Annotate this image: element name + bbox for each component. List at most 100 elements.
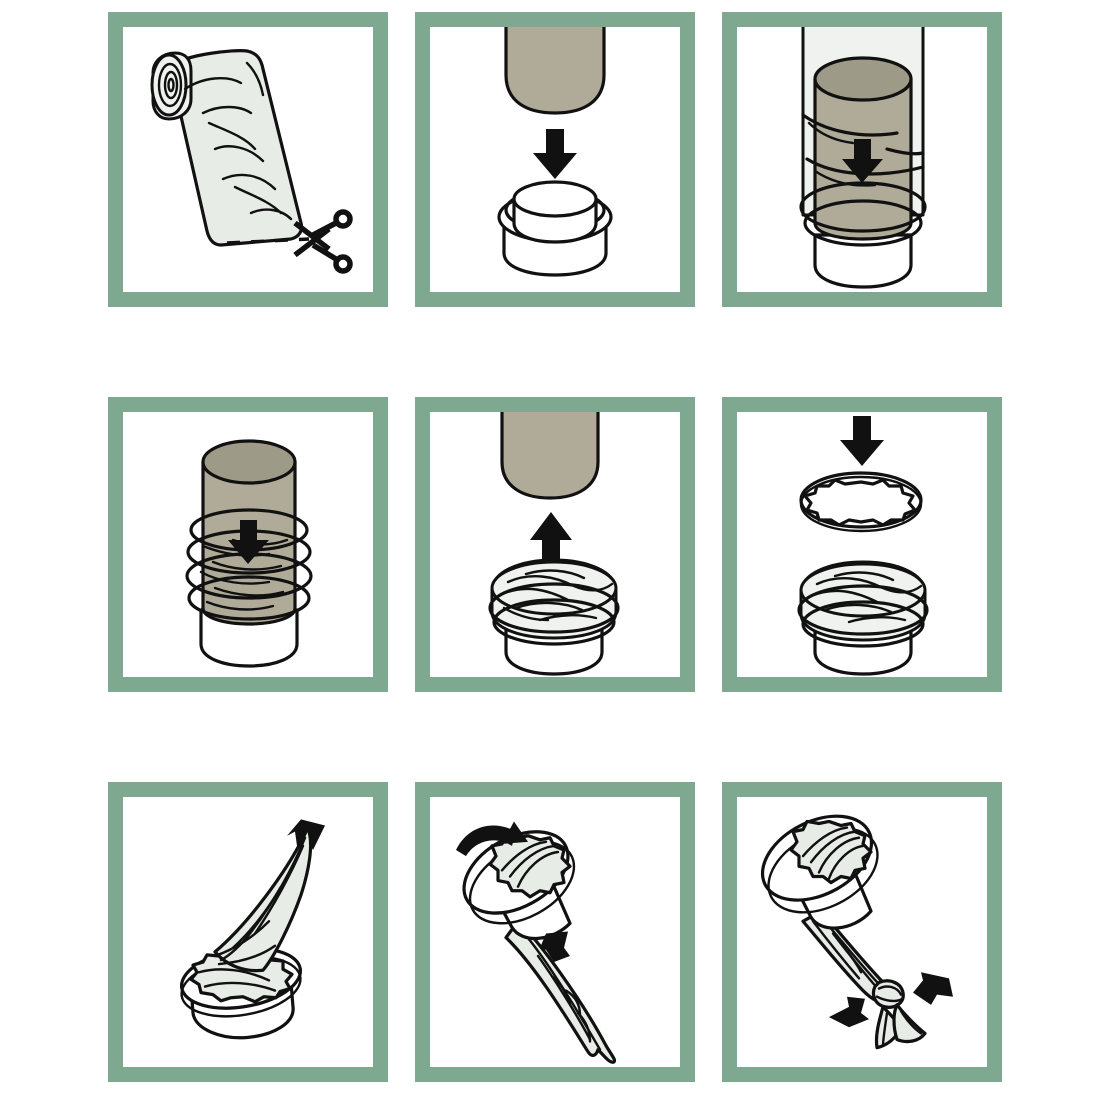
arrow-down-head <box>840 440 884 466</box>
knot-arrow-right <box>913 972 953 1005</box>
sample-core-cylinder <box>504 27 606 115</box>
film-roll-spiral-outer <box>157 62 183 108</box>
film-roll-spiral-inner <box>167 77 175 93</box>
panel-9-tie-knot <box>722 782 1002 1082</box>
panel-2-artwork <box>430 27 680 292</box>
knot-line-2 <box>875 995 905 1003</box>
panel-1-svg <box>150 49 353 274</box>
arrow-up-icon <box>530 512 572 566</box>
film-collar-2 <box>492 598 616 646</box>
disc-crease-2 <box>817 836 861 874</box>
film-pleat-2 <box>211 560 283 571</box>
film-lining-top <box>799 562 927 618</box>
film-collar-1 <box>488 582 620 634</box>
knot-arrow-left <box>829 996 869 1028</box>
rotate-head <box>502 821 528 844</box>
scissors-handle-lower <box>333 254 353 274</box>
panel-9-svg <box>760 814 953 1050</box>
panel-6-place-scalloped-disc <box>722 397 1002 692</box>
panel-5-artwork <box>430 412 680 677</box>
film-wrinkle-4 <box>514 601 584 612</box>
loose-end-crease-2 <box>899 1009 923 1035</box>
film-fold-4 <box>213 920 271 958</box>
arrow-down-head <box>842 159 883 183</box>
arrow-down-shaft <box>546 129 564 155</box>
film-wrap-1b <box>807 121 855 145</box>
arrow-down-head <box>533 153 577 179</box>
disc-crease-1 <box>809 830 857 864</box>
panel-2-align-core-over-container <box>415 12 695 307</box>
panel-7-svg <box>179 819 325 1040</box>
disc-crease-3 <box>500 840 548 872</box>
film-wrinkle-3 <box>833 571 895 582</box>
arrow-rotate-icon <box>456 821 528 857</box>
scissors-blade-upper <box>293 220 331 252</box>
film-pleat-5 <box>205 600 275 611</box>
disc-crease-4 <box>827 844 865 880</box>
arrow-down-head <box>540 931 570 963</box>
sample-core-top <box>813 56 913 102</box>
gathered-film-peak <box>213 827 313 973</box>
knot <box>871 979 905 1009</box>
panel-9-artwork <box>737 797 987 1067</box>
arrow-down-head <box>228 540 269 564</box>
panel-8-twist-film-tail <box>415 782 695 1082</box>
loose-end-crease-1 <box>881 1011 889 1047</box>
knot-arrow-right-head <box>913 972 953 1005</box>
film-crease-2 <box>201 105 253 115</box>
disc-crease-3 <box>801 826 849 858</box>
tail-fold-4 <box>564 989 582 1017</box>
film-crease-5 <box>221 173 277 191</box>
arrow-down-shaft <box>853 416 871 442</box>
rotate-arc <box>456 825 516 857</box>
panel-3-press-core-into-lined-container <box>722 12 1002 307</box>
scalloped-disc-icon <box>488 834 572 899</box>
film-wrinkle-3 <box>524 569 586 580</box>
arrow-down-icon <box>228 520 269 564</box>
panel-8-artwork <box>430 797 680 1067</box>
film-collar-outer <box>799 181 927 233</box>
arrow-down-icon <box>533 129 577 179</box>
film-crease-1 <box>183 77 243 91</box>
film-pleat-1 <box>201 544 271 557</box>
scalloped-disc-icon <box>803 478 917 527</box>
film-collar-2 <box>801 600 925 648</box>
film-pleat-4 <box>213 586 285 597</box>
film-crease-3 <box>207 121 257 151</box>
panel-4-seat-core-gathering-film <box>108 397 388 692</box>
panel-2-svg <box>497 27 613 277</box>
tail-fold-3 <box>550 975 572 1005</box>
scissors-handle-upper <box>333 209 353 229</box>
film-pleat-3 <box>199 570 271 585</box>
panel-4-svg <box>185 439 313 668</box>
film-lining-top <box>490 560 618 616</box>
panel-6-artwork <box>737 412 987 677</box>
panel-6-svg <box>797 416 929 676</box>
scalloped-disc-plate-edge <box>799 475 923 533</box>
film-skirt-1 <box>197 968 271 982</box>
panel-5-withdraw-core <box>415 397 695 692</box>
tail-fold-2 <box>536 954 592 1041</box>
arrow-down-icon <box>842 139 883 183</box>
scissors-blade-lower <box>293 226 331 258</box>
film-crease-7 <box>249 208 293 221</box>
film-wrinkle-6 <box>502 606 550 622</box>
tail-fold-3 <box>811 920 861 980</box>
film-wrap-1 <box>801 113 899 137</box>
knot-arrow-left-head <box>829 996 869 1028</box>
arrow-down-shaft <box>854 139 871 161</box>
sample-core-cylinder <box>500 412 600 500</box>
film-crease-4 <box>213 145 265 163</box>
scalloped-disc-icon <box>789 819 873 885</box>
disc-crease-2 <box>516 850 560 888</box>
film-wrinkle-5 <box>847 616 907 624</box>
arrow-up-head <box>530 512 572 540</box>
film-collar-inner <box>803 199 923 247</box>
arrow-down-icon <box>840 416 884 466</box>
scissors-arm-lower <box>311 242 338 262</box>
scissors-icon <box>293 209 353 274</box>
panel-1-cut-film-from-roll <box>108 12 388 307</box>
container-inner-plug-top <box>512 180 598 218</box>
disc-crease-1 <box>508 844 556 878</box>
container-body <box>813 233 913 289</box>
